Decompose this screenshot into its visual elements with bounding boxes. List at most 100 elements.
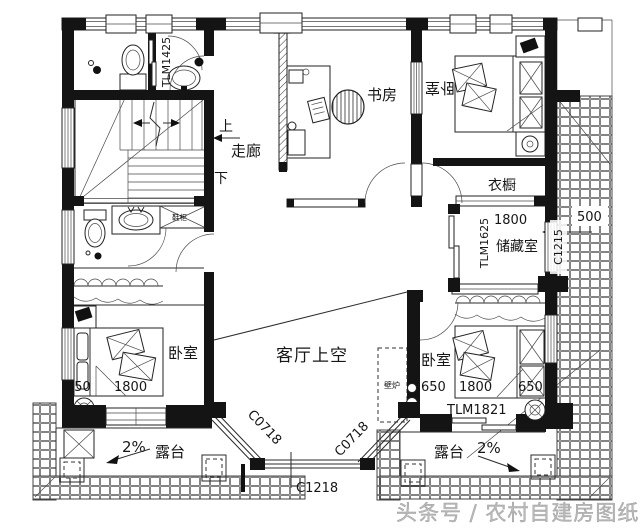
- double-door-arcs: [364, 162, 463, 204]
- bathroom-mid: 鞋柜: [62, 205, 207, 306]
- pillow: [76, 361, 89, 390]
- bottom-wall-right: [420, 414, 452, 432]
- study: 书房: [278, 29, 397, 172]
- toilet-icon: [84, 218, 106, 248]
- void-east-wall: [407, 292, 420, 405]
- right-roof-strip: [556, 95, 613, 501]
- staircase: [74, 94, 213, 204]
- dim-1800: 1800: [494, 213, 527, 228]
- blanket-fold: [95, 365, 127, 397]
- desk-cabinet: [287, 129, 306, 156]
- corridor: 上 走廊 下: [213, 119, 261, 187]
- tap-icon: [127, 206, 145, 213]
- door-arc: [169, 55, 205, 91]
- fireplace-label: 壁炉: [384, 380, 400, 390]
- bedroom-right: 650 1800 650 TLM1821 卧室: [419, 283, 548, 418]
- lamp-icon: [74, 306, 93, 322]
- door-label-tlm1625: TLM1625: [478, 218, 491, 269]
- window-label-c1215: C1215: [552, 229, 565, 265]
- clothes-line: [454, 313, 546, 322]
- bedroom-top: 卧室: [425, 35, 546, 157]
- room-label-living-void: 客厅上空: [276, 346, 348, 366]
- window-label-c1218: C1218: [296, 481, 338, 496]
- hanger-icons: [455, 295, 541, 304]
- storage-wall: [448, 204, 460, 214]
- sliding-door-leaf: [448, 215, 455, 249]
- dim-650: 650: [518, 380, 543, 395]
- dim-tick: [241, 464, 245, 492]
- toilet-tank: [119, 73, 147, 91]
- terrace-right-front-strip: [379, 475, 613, 500]
- chair-icon: [331, 89, 365, 125]
- dim-500: 500: [577, 210, 602, 225]
- stair-arrow-right: [171, 119, 180, 127]
- void-diagonal: [213, 291, 408, 341]
- room-label-bedroom-right: 卧室: [421, 351, 451, 369]
- slope-left-label: 2%: [122, 438, 146, 456]
- terrace-left-front-strip: [32, 475, 306, 500]
- room-label-storage: 储藏室: [496, 238, 538, 255]
- column: [530, 454, 556, 480]
- lamp-icon: [519, 37, 539, 54]
- slope-arrow: [106, 455, 119, 464]
- slope-right-label: 2%: [477, 439, 501, 457]
- stair-down-label: 下: [214, 171, 228, 187]
- terrace-right-label: 露台: [434, 443, 464, 461]
- wardrobe-wall: [433, 158, 545, 166]
- bath-top-wall: [62, 90, 204, 100]
- partition-wall: [278, 29, 288, 171]
- roof-edge-lines: [34, 19, 613, 500]
- sliding-door-leaf: [451, 417, 487, 424]
- living-void: 客厅上空 壁炉: [213, 291, 408, 423]
- sliding-door-leaf: [453, 245, 460, 279]
- side-dimension: 500 C1215: [550, 206, 608, 274]
- dim-650: 650: [421, 380, 446, 395]
- room-label-corridor: 走廊: [231, 142, 261, 160]
- room-label-bedroom-left: 卧室: [168, 344, 198, 362]
- door-label-tlm1821: TLM1821: [446, 403, 506, 418]
- cabinet-label: 鞋柜: [172, 212, 187, 222]
- blanket-fold: [506, 104, 544, 132]
- sliding-door-leaf: [481, 424, 517, 431]
- roof-window: [577, 17, 603, 32]
- bottom-wall-left: [62, 405, 106, 428]
- roof-valley-top: [556, 97, 611, 165]
- door-label-tlm1425: TLM1425: [160, 37, 173, 88]
- terrace-right: 露台 2%: [400, 431, 556, 487]
- blanket-fold: [496, 368, 524, 398]
- lamp-icon: [521, 135, 539, 153]
- book-icon: [307, 96, 331, 124]
- hanger-icons: [73, 278, 159, 287]
- stair-break-line: [149, 101, 161, 147]
- monitor-icon: [288, 69, 304, 84]
- column: [201, 454, 227, 482]
- stair-landing-line: [77, 95, 209, 202]
- column: [59, 457, 85, 483]
- door-arc: [419, 301, 459, 341]
- hall-wall: [286, 198, 366, 208]
- sliding-door-leaf: [148, 39, 154, 65]
- dim-1800: 1800: [114, 380, 147, 395]
- stair-arrow-left: [133, 119, 142, 127]
- terrace-left-label: 露台: [155, 443, 185, 461]
- roof-strips: [32, 17, 613, 501]
- clothes-line: [73, 296, 164, 305]
- door-arc: [175, 233, 215, 273]
- bay-glass-front: [262, 459, 364, 469]
- dim-1800: 1800: [459, 380, 492, 395]
- stub-wall: [411, 150, 422, 164]
- floor-drain-icon: [93, 66, 101, 74]
- room-label-wardrobe: 衣橱: [488, 178, 516, 194]
- slope-arrow: [507, 463, 520, 472]
- watermark: 头条号 / 农村自建房图纸: [396, 501, 639, 525]
- sink-basin-icon: [118, 209, 154, 231]
- stair-up-label: 上: [219, 119, 233, 135]
- door-arc: [127, 227, 167, 267]
- room-label-bedroom-top: 卧室: [425, 79, 455, 97]
- terrace-left: 露台 2%: [55, 427, 245, 492]
- window-label-c0718-left: C0718: [244, 407, 284, 448]
- column: [400, 459, 426, 487]
- bedroom-left: 750 1800 卧室: [66, 305, 198, 419]
